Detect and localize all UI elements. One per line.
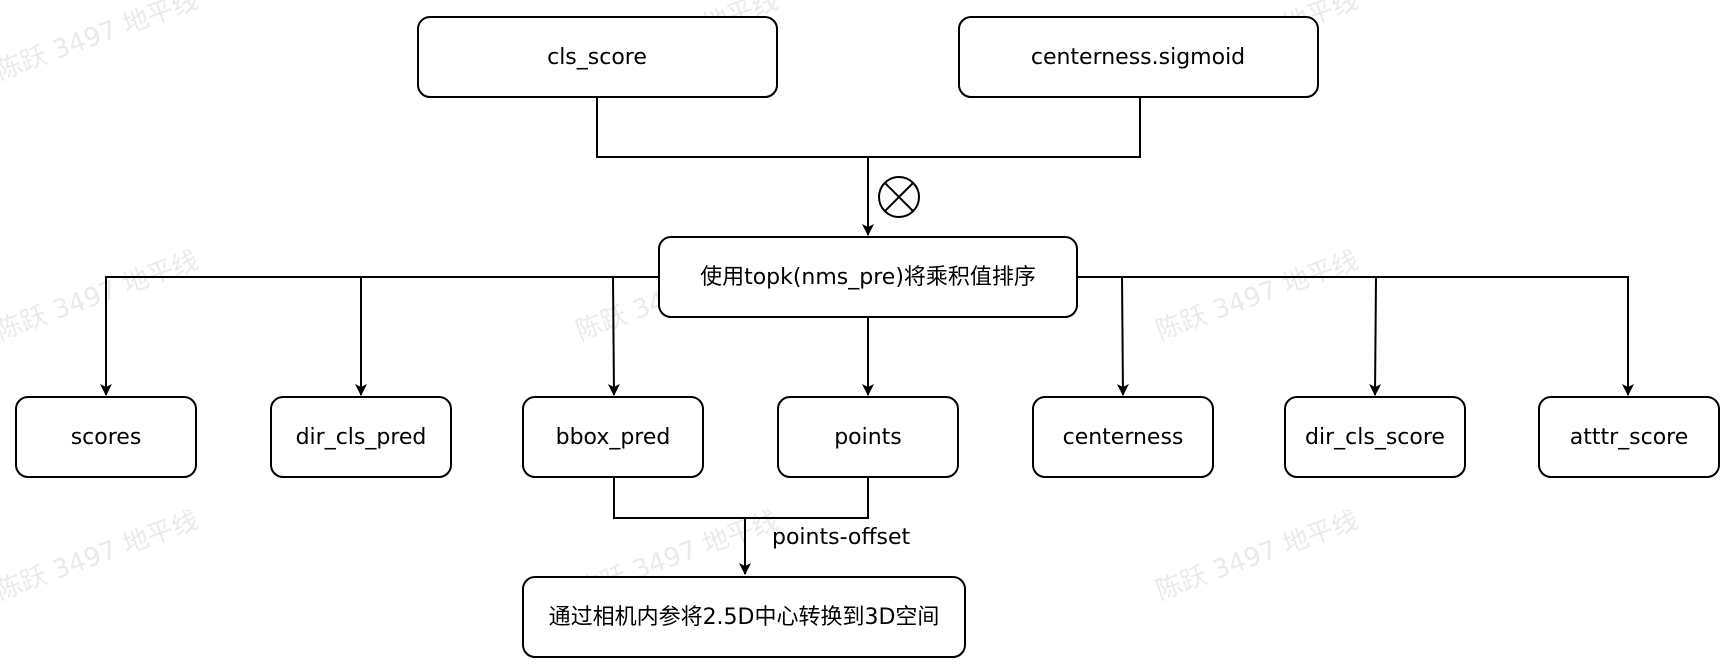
edge-topk-to-centerness-branch xyxy=(1116,276,1129,396)
edge-topk-to-scores xyxy=(100,276,659,396)
node-centerness-sigmoid-label: centerness.sigmoid xyxy=(1031,45,1245,70)
node-convert-3d: 通过相机内参将2.5D中心转换到3D空间 xyxy=(522,576,966,658)
node-bbox-pred-label: bbox_pred xyxy=(556,425,671,450)
node-attr-score-label: atttr_score xyxy=(1570,425,1689,450)
watermark: 陈跃 3497 地平线 xyxy=(0,506,202,607)
multiply-symbol xyxy=(878,176,920,218)
node-topk-sort: 使用topk(nms_pre)将乘积值排序 xyxy=(658,236,1078,318)
node-centerness-sigmoid: centerness.sigmoid xyxy=(958,16,1319,98)
node-dir-cls-score-label: dir_cls_score xyxy=(1305,425,1445,450)
edge-label-points-offset: points-offset xyxy=(772,525,911,550)
watermark: 陈跃 3497 地平线 xyxy=(0,0,202,87)
node-dir-cls-pred: dir_cls_pred xyxy=(270,396,452,478)
node-convert-3d-label: 通过相机内参将2.5D中心转换到3D空间 xyxy=(549,605,940,630)
node-dir-cls-pred-label: dir_cls_pred xyxy=(296,425,427,450)
edge-bbox-points-merge xyxy=(613,477,869,519)
edges xyxy=(100,97,1634,575)
node-points-label: points xyxy=(834,425,902,450)
edge-topk-to-bbox-pred xyxy=(607,276,620,396)
node-dir-cls-score: dir_cls_score xyxy=(1284,396,1466,478)
watermark: 陈跃 3497 地平线 xyxy=(1152,506,1362,607)
edge-topk-to-centerness xyxy=(1077,276,1634,396)
edge-topk-to-dir-cls-score xyxy=(1369,276,1382,396)
node-centerness-label: centerness xyxy=(1063,425,1184,450)
watermark: 陈跃 3497 地平线 xyxy=(0,246,202,347)
node-cls-score: cls_score xyxy=(417,16,778,98)
node-attr-score: atttr_score xyxy=(1538,396,1720,478)
otimes-icon-cross-b xyxy=(884,182,914,212)
node-scores-label: scores xyxy=(71,425,142,450)
node-bbox-pred: bbox_pred xyxy=(522,396,704,478)
watermark: 陈跃 3497 地平线 xyxy=(1152,246,1362,347)
node-cls-score-label: cls_score xyxy=(547,45,647,70)
node-centerness: centerness xyxy=(1032,396,1214,478)
node-topk-sort-label: 使用topk(nms_pre)将乘积值排序 xyxy=(700,265,1036,290)
edge-inputs-merge xyxy=(596,97,1141,158)
node-scores: scores xyxy=(15,396,197,478)
node-points: points xyxy=(777,396,959,478)
